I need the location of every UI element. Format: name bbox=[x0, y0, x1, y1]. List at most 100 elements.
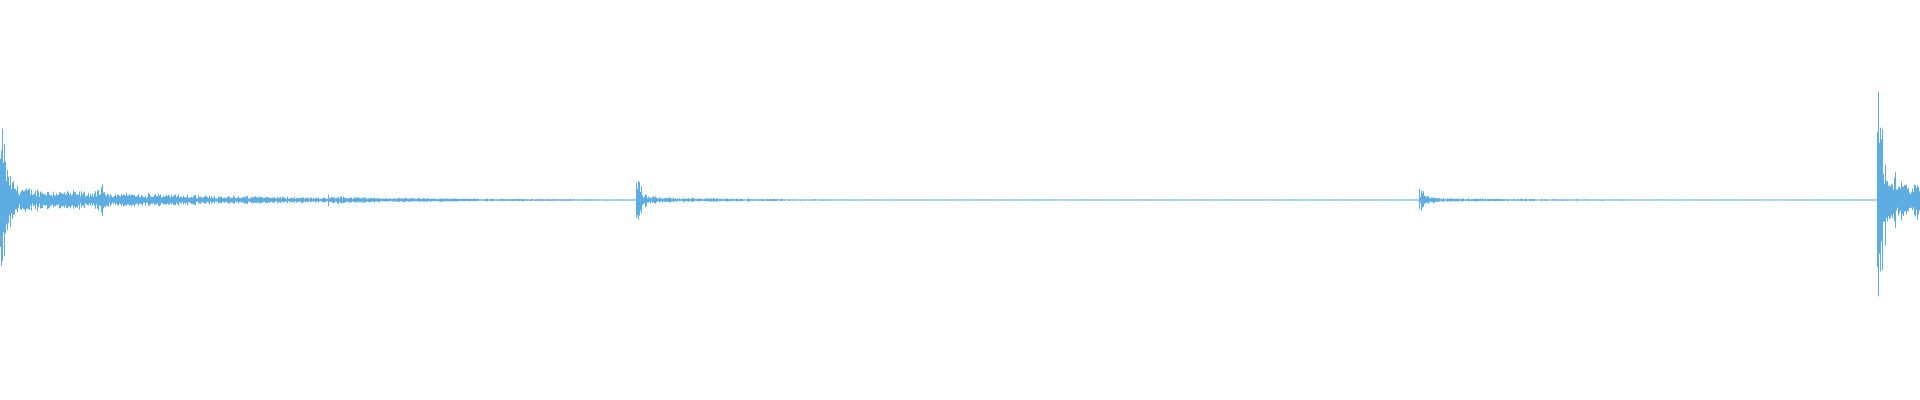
waveform-bar bbox=[1781, 199, 1782, 201]
waveform-bar bbox=[587, 199, 588, 201]
waveform-bar bbox=[1372, 199, 1373, 201]
waveform-bar bbox=[714, 198, 715, 202]
waveform-bar bbox=[861, 199, 862, 201]
waveform-bar bbox=[637, 188, 638, 216]
waveform-bar bbox=[201, 197, 202, 203]
waveform-bar bbox=[988, 199, 989, 201]
waveform-bar bbox=[878, 199, 879, 201]
waveform-bar bbox=[886, 199, 887, 201]
waveform-bar bbox=[1285, 199, 1286, 201]
waveform-bar bbox=[1309, 199, 1310, 201]
waveform-bar bbox=[1046, 199, 1047, 201]
waveform-bar bbox=[594, 199, 595, 201]
waveform-bar bbox=[600, 199, 601, 201]
waveform-bar bbox=[599, 199, 600, 201]
waveform-bar bbox=[127, 195, 128, 205]
waveform-bar bbox=[1313, 199, 1314, 201]
waveform-bar bbox=[1771, 199, 1772, 201]
waveform-bar bbox=[1029, 199, 1030, 201]
waveform-bar bbox=[703, 199, 704, 201]
waveform-bar bbox=[1209, 199, 1210, 201]
waveform-bar bbox=[1295, 199, 1296, 201]
waveform-bar bbox=[1918, 186, 1919, 215]
waveform-bar bbox=[1823, 199, 1824, 201]
waveform-bar bbox=[1568, 199, 1569, 201]
waveform-bar bbox=[1406, 199, 1407, 201]
waveform-bar bbox=[1225, 199, 1226, 201]
waveform-bar bbox=[1302, 199, 1303, 201]
waveform-bar bbox=[1364, 199, 1365, 201]
waveform-bar bbox=[1645, 199, 1646, 201]
waveform-bar bbox=[103, 192, 104, 209]
waveform-bar bbox=[489, 199, 490, 201]
waveform-bar bbox=[1436, 198, 1437, 202]
waveform-bar bbox=[21, 191, 22, 210]
waveform-bar bbox=[926, 199, 927, 201]
waveform-bar bbox=[1158, 199, 1159, 201]
waveform-bar bbox=[815, 199, 816, 201]
waveform-bar bbox=[1512, 199, 1513, 201]
waveform-bar bbox=[1315, 199, 1316, 201]
waveform-bar bbox=[796, 199, 797, 201]
waveform-bar bbox=[287, 196, 288, 204]
waveform-bar bbox=[1310, 199, 1311, 201]
waveform-bar bbox=[921, 199, 922, 201]
waveform-bar bbox=[351, 197, 352, 203]
waveform-bar bbox=[507, 199, 508, 201]
waveform-bar bbox=[1124, 199, 1125, 201]
waveform-bar bbox=[537, 199, 538, 201]
waveform-bar bbox=[1756, 199, 1757, 201]
waveform-bar bbox=[1516, 199, 1517, 201]
waveform-bar bbox=[120, 196, 121, 205]
waveform-bar bbox=[1716, 199, 1717, 201]
waveform-bar bbox=[1057, 199, 1058, 201]
waveform-bar bbox=[468, 199, 469, 202]
waveform-bar bbox=[149, 193, 150, 206]
waveform-bar bbox=[238, 196, 239, 204]
waveform-bar bbox=[262, 197, 263, 203]
waveform-bar bbox=[686, 198, 687, 202]
waveform-bar bbox=[458, 199, 459, 202]
waveform-bar bbox=[1419, 188, 1420, 209]
waveform-bar bbox=[426, 198, 427, 202]
waveform-bar bbox=[697, 199, 698, 202]
waveform-bar bbox=[1704, 199, 1705, 201]
waveform-bar bbox=[364, 197, 365, 203]
waveform-bar bbox=[254, 196, 255, 203]
waveform-bar bbox=[1491, 199, 1492, 201]
waveform-bar bbox=[650, 197, 651, 204]
waveform-bar bbox=[491, 198, 492, 202]
waveform-bar bbox=[250, 198, 251, 202]
waveform-bar bbox=[479, 199, 480, 201]
waveform-bar bbox=[1267, 199, 1268, 201]
waveform-bar bbox=[943, 199, 944, 201]
waveform-bar bbox=[665, 198, 666, 203]
waveform-bar bbox=[693, 197, 694, 202]
waveform-bar bbox=[1681, 199, 1682, 201]
waveform-bar bbox=[747, 198, 748, 202]
waveform-bar bbox=[778, 199, 779, 201]
waveform-bar bbox=[1694, 199, 1695, 201]
waveform-bar bbox=[669, 197, 670, 203]
waveform-bar bbox=[399, 197, 400, 202]
waveform-bar bbox=[407, 198, 408, 202]
waveform-bar bbox=[508, 199, 509, 201]
waveform-bar bbox=[1855, 199, 1856, 201]
waveform-bar bbox=[104, 192, 105, 207]
waveform-bar bbox=[10, 175, 11, 227]
waveform-bar bbox=[463, 198, 464, 202]
waveform-bar bbox=[466, 199, 467, 201]
waveform-bar bbox=[253, 197, 254, 204]
waveform-bar bbox=[193, 196, 194, 205]
waveform-bar bbox=[443, 198, 444, 202]
waveform-bar bbox=[1911, 192, 1912, 208]
waveform-bar bbox=[261, 197, 262, 203]
waveform-bar bbox=[215, 198, 216, 202]
waveform-bar bbox=[971, 199, 972, 201]
waveform-bar bbox=[1803, 199, 1804, 201]
waveform-bar bbox=[1142, 199, 1143, 201]
waveform-bar bbox=[87, 195, 88, 206]
waveform-bar bbox=[930, 199, 931, 201]
waveform-bar bbox=[915, 199, 916, 201]
waveform-bar bbox=[94, 193, 95, 206]
